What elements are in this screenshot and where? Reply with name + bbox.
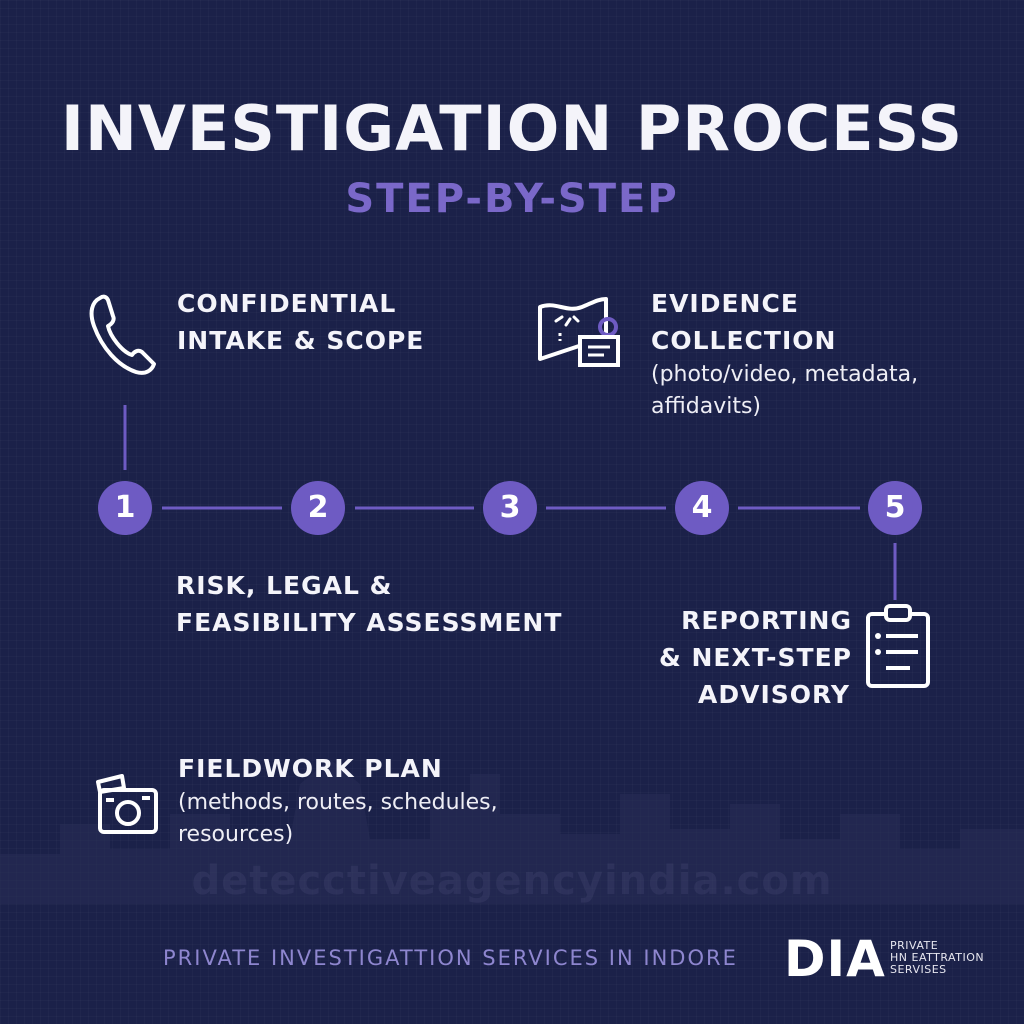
city-skyline-silhouette <box>0 759 1024 904</box>
step-4-detail-line-2: affidavits) <box>651 394 761 419</box>
step-1-heading-line-1: CONFIDENTIAL <box>177 289 397 318</box>
step-node-5: 5 <box>868 481 922 535</box>
step-4-text: EVIDENCE COLLECTION (photo/video, metada… <box>651 285 918 423</box>
brand-logo: DIA <box>784 930 886 988</box>
step-node-1: 1 <box>98 481 152 535</box>
watermark-url: detecctiveagencyindia.com <box>191 858 833 904</box>
phone-icon <box>89 294 156 375</box>
step-node-4: 4 <box>675 481 729 535</box>
step-node-3: 3 <box>483 481 537 535</box>
step-4-heading-line-2: COLLECTION <box>651 326 837 355</box>
step-1-heading-line-2: INTAKE & SCOPE <box>177 326 425 355</box>
step-5-heading-line-3: ADVISORY <box>698 680 850 709</box>
camera-map-icon <box>96 774 158 834</box>
step-3-heading: FIELDWORK PLAN <box>178 754 443 783</box>
footer-tagline: PRIVATE INVESTIGATTION SERVICES IN INDOR… <box>163 946 738 970</box>
logo-sub-line-1: PRIVATE <box>890 939 939 952</box>
step-2-heading-line-2: FEASIBILITY ASSESSMENT <box>176 608 563 637</box>
step-5-heading-line-2: & NEXT-STEP <box>659 643 852 672</box>
step-node-2: 2 <box>291 481 345 535</box>
step-4-detail-line-1: (photo/video, metadata, <box>651 362 919 387</box>
step-3-detail-line-2: resources) <box>178 822 294 847</box>
step-3-text: FIELDWORK PLAN (methods, routes, schedul… <box>178 750 498 851</box>
step-2-heading-line-1: RISK, LEGAL & <box>176 571 393 600</box>
step-3-detail-line-1: (methods, routes, schedules, <box>178 790 498 815</box>
brand-logo-subtitle: PRIVATE HN EATTRATION SERVISES <box>890 940 984 976</box>
step-5-heading-line-1: REPORTING <box>681 606 852 635</box>
page-subtitle: STEP-BY-STEP <box>345 176 679 222</box>
step-5-text: REPORTING & NEXT-STEP ADVISORY <box>600 602 852 713</box>
logo-sub-line-3: SERVISES <box>890 963 947 976</box>
map-document-icon <box>538 297 620 367</box>
step-4-heading-line-1: EVIDENCE <box>651 289 799 318</box>
logo-sub-line-2: HN EATTRATION <box>890 951 985 964</box>
clipboard-icon <box>866 604 930 688</box>
page-title: INVESTIGATION PROCESS <box>60 92 964 165</box>
step-2-text: RISK, LEGAL & FEASIBILITY ASSESSMENT <box>176 567 562 641</box>
step-1-text: CONFIDENTIAL INTAKE & SCOPE <box>177 285 424 359</box>
